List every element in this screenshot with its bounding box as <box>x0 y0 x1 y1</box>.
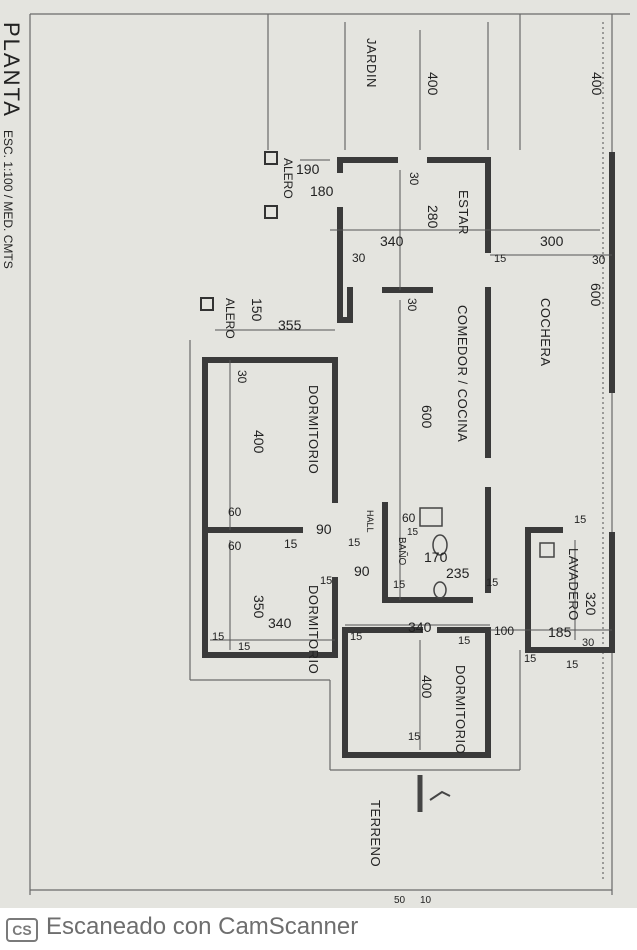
alero-label-1: ALERO <box>281 158 295 199</box>
dim-15-f: 15 <box>393 579 406 591</box>
bidet-fixture <box>433 581 447 599</box>
alero-posts <box>200 151 278 311</box>
dimension-lines <box>210 30 612 750</box>
dim-180: 180 <box>310 183 334 199</box>
dim-60-b: 60 <box>228 539 242 553</box>
dim-280: 280 <box>425 205 441 229</box>
laundry-sink <box>539 542 555 558</box>
dim-15-i: 15 <box>238 641 251 653</box>
room-comedor: COMEDOR / COCINA <box>455 305 470 443</box>
dim-355: 355 <box>278 317 302 333</box>
room-dormitorio-1: DORMITORIO <box>306 385 321 475</box>
dim-15-m: 15 <box>566 659 579 671</box>
floor-plan-drawing <box>29 13 630 895</box>
dim-15-o: 15 <box>524 653 537 665</box>
fixtures <box>417 507 555 812</box>
dim-190: 190 <box>296 161 320 177</box>
dim-340-dorm2: 340 <box>268 615 292 631</box>
dim-15-c: 15 <box>348 537 361 549</box>
dim-60-c: 60 <box>402 511 416 525</box>
wall-estar-top-left <box>337 157 398 173</box>
dim-15-a: 15 <box>494 253 507 265</box>
dim-15-l: 15 <box>574 514 587 526</box>
terreno-label: TERRENO <box>368 800 383 868</box>
room-estar: ESTAR <box>456 190 471 235</box>
dim-30-c: 30 <box>352 251 366 265</box>
dim-600-comedor: 600 <box>419 405 435 429</box>
alero-label-2: ALERO <box>223 298 237 339</box>
plan-scale: ESC. 1:100 / MED. CMTS <box>1 130 15 269</box>
camscanner-logo: CS <box>6 918 38 942</box>
dim-60-a: 60 <box>228 505 242 519</box>
dim-150: 150 <box>249 298 265 322</box>
post-c <box>200 297 214 311</box>
dim-100: 100 <box>494 624 515 638</box>
toilet-fixture <box>432 534 448 556</box>
dim-235: 235 <box>446 565 470 581</box>
wall-dorm3-outer <box>342 627 491 758</box>
plan-title: PLANTA <box>0 22 24 118</box>
dim-340-estar: 340 <box>380 233 404 249</box>
dim-30-e: 30 <box>235 370 249 384</box>
dim-50: 50 <box>394 895 406 906</box>
dim-600-cochera: 600 <box>588 283 604 307</box>
dim-400-top: 400 <box>425 72 441 96</box>
dim-320: 320 <box>583 592 599 616</box>
sink-fixture <box>419 507 443 527</box>
room-bano: BAÑO <box>396 537 407 566</box>
camscanner-text: Escaneado con CamScanner <box>46 913 359 940</box>
dim-90-b: 90 <box>354 563 370 579</box>
dim-30-d: 30 <box>405 298 419 312</box>
dim-400-right: 400 <box>589 72 605 96</box>
wall-dorm-left <box>202 357 338 658</box>
dim-10: 10 <box>420 895 432 906</box>
dim-90-a: 90 <box>316 521 332 537</box>
walls <box>202 152 615 758</box>
dim-15-n: 15 <box>408 731 421 743</box>
room-cochera: COCHERA <box>538 298 553 367</box>
dim-185: 185 <box>548 624 572 640</box>
dim-350: 350 <box>251 595 267 619</box>
room-lavadero: LAVADERO <box>566 548 581 621</box>
wall-lavadero <box>525 527 615 653</box>
dim-400-dorm: 400 <box>251 430 267 454</box>
dim-170: 170 <box>424 549 448 565</box>
hall-label: HALL <box>365 510 375 533</box>
blueprint-sheet <box>0 0 637 908</box>
post-a <box>264 151 278 165</box>
post-b <box>264 205 278 219</box>
dim-30-f: 30 <box>582 637 595 649</box>
lot-lines <box>29 13 630 895</box>
dim-15-j: 15 <box>350 631 363 643</box>
wall-estar-jog <box>337 287 353 323</box>
camscanner-footer <box>0 908 637 950</box>
dim-340-dorm3: 340 <box>408 619 432 635</box>
dim-15-b: 15 <box>284 537 298 551</box>
north-arrow <box>429 790 451 801</box>
wall-estar-top-right <box>427 157 491 253</box>
dim-15-k: 15 <box>458 635 471 647</box>
room-dormitorio-3: DORMITORIO <box>453 665 468 755</box>
dim-15-e: 15 <box>320 575 333 587</box>
dim-300: 300 <box>540 233 564 249</box>
dim-15-g: 15 <box>486 577 499 589</box>
room-dormitorio-2: DORMITORIO <box>306 585 321 675</box>
dim-30-b: 30 <box>592 253 606 267</box>
dim-30-a: 30 <box>407 172 421 186</box>
dim-15-h: 15 <box>212 631 225 643</box>
dim-400-dorm3: 400 <box>419 675 435 699</box>
room-jardin: JARDIN <box>364 38 379 88</box>
dim-15-d: 15 <box>407 527 419 538</box>
wall-bano-left <box>382 502 473 603</box>
